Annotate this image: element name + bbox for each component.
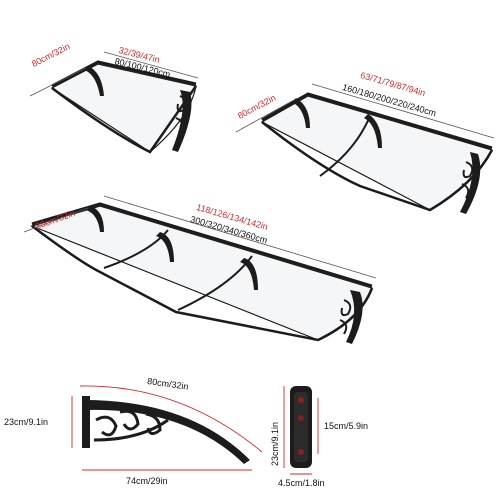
bracket-side-base-label: 74cm/29in <box>126 476 168 486</box>
canopy-medium-bracket-left <box>292 98 310 128</box>
bracket-end-screw-bottom <box>298 449 304 455</box>
canopy-small-bracket-scroll <box>175 95 188 133</box>
canopy-large-bracket-right <box>346 290 363 344</box>
canopy-medium-bracket-right <box>460 152 481 214</box>
canopy-small-depth-dim <box>29 67 87 97</box>
canopy-large-bracket-scroll <box>339 299 352 335</box>
canopy-small <box>29 51 199 154</box>
bracket-end-screw-mid <box>298 415 304 421</box>
bracket-end-plate-inner <box>294 392 308 462</box>
canopy-large-width-dim <box>103 195 377 279</box>
canopy-large-bracket-left <box>86 206 104 232</box>
canopy-large-depth-dim <box>23 207 89 233</box>
bracket-side-arm <box>84 400 250 464</box>
canopy-small-wall-rail <box>51 60 197 88</box>
bracket-side-scrollwork <box>93 409 169 442</box>
canopy-large-bracket-2 <box>240 258 258 290</box>
bracket-side-height-label: 23cm/9.1in <box>4 417 49 427</box>
canopy-large-wall-rail <box>31 202 373 288</box>
canopy-small-left-bracket <box>84 66 104 96</box>
canopy-medium-wall-rail <box>261 92 493 150</box>
bracket-end-inner-label: 15cm/5.9in <box>324 421 369 431</box>
bracket-side-view <box>71 385 263 471</box>
bracket-end-height-label: 23cm/9.1in <box>270 421 280 466</box>
bracket-side-wall-plate <box>82 396 90 448</box>
canopy-medium-bracket-mid <box>364 114 382 148</box>
canopy-medium-width-dim <box>311 83 495 139</box>
bracket-end-screw-top <box>298 397 304 403</box>
canopy-large-bracket-1 <box>156 232 174 262</box>
bracket-end-view <box>283 386 319 475</box>
canopy-medium-bracket-scroll <box>461 161 474 199</box>
canopy-medium-mid-rib <box>319 115 371 177</box>
canopy-small-width-dim <box>103 51 199 79</box>
bracket-side-arc-dim <box>79 385 263 453</box>
canopy-large <box>23 195 377 344</box>
canopy-medium-depth-dim <box>235 99 295 133</box>
canopy-small-front-rail <box>51 85 198 154</box>
bracket-end-width-label: 4.5cm/1.8in <box>278 478 325 488</box>
canopy-medium <box>235 83 495 214</box>
